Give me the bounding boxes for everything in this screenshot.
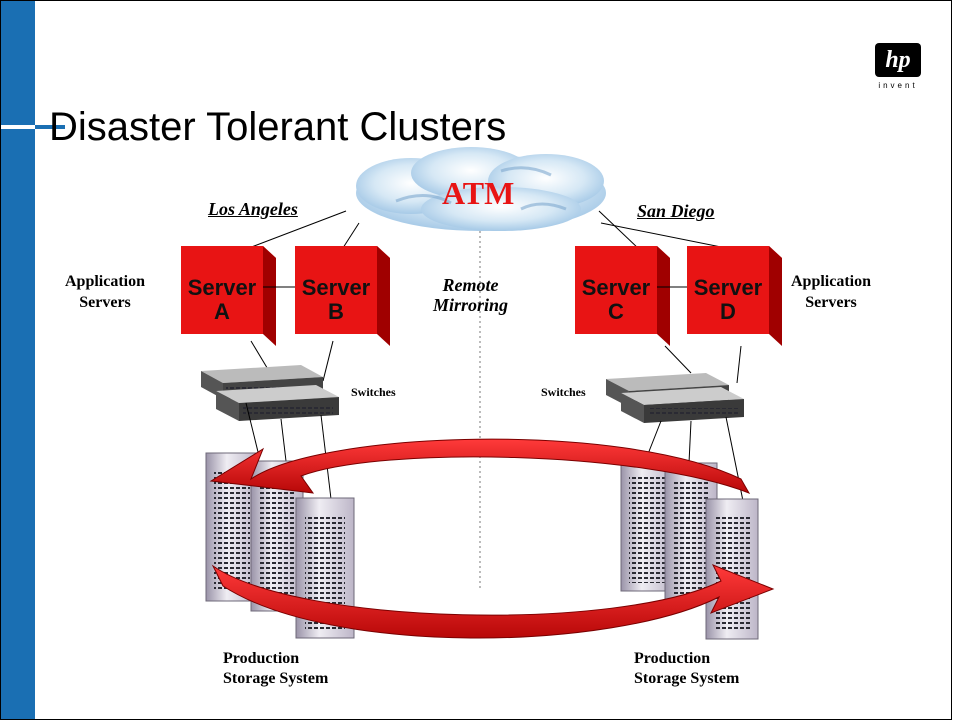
- server-a-line2: A: [214, 299, 230, 324]
- app-servers-label-right: Application Servers: [791, 271, 871, 313]
- site-label-san-diego: San Diego: [637, 201, 715, 221]
- switches-label-right: Switches: [541, 385, 586, 399]
- storage-left-line1: Production: [223, 650, 300, 667]
- left-accent-bar: [1, 1, 35, 719]
- mirroring-arrow-bottom: [211, 564, 775, 639]
- storage-right-line2: Storage System: [634, 670, 740, 687]
- server-a-line1: Server: [187, 275, 257, 300]
- server-d-line1: Server: [693, 275, 763, 300]
- atm-label: ATM: [442, 175, 515, 211]
- server-b-line2: B: [328, 299, 344, 324]
- hp-logo-mark: hp: [885, 47, 911, 73]
- hp-logo-tagline: invent: [878, 81, 918, 90]
- server-d-label: Server D: [683, 276, 773, 324]
- server-d-line2: D: [720, 299, 736, 324]
- site-label-los-angeles: Los Angeles: [208, 199, 298, 219]
- server-c-line1: Server: [581, 275, 651, 300]
- app-servers-left-line1: Application: [65, 273, 146, 290]
- app-servers-left-line2: Servers: [79, 294, 131, 311]
- atm-cloud: [356, 147, 606, 231]
- accent-notch: [1, 125, 35, 129]
- remote-mirroring-line2: Mirroring: [433, 295, 509, 315]
- storage-right-line1: Production: [634, 650, 711, 667]
- hp-logo: hp invent: [871, 41, 925, 95]
- remote-mirroring-line1: Remote: [442, 275, 499, 295]
- storage-right: [620, 458, 759, 640]
- slide-title: Disaster Tolerant Clusters: [49, 105, 507, 149]
- server-boxes: [181, 246, 782, 346]
- server-b-line1: Server: [301, 275, 371, 300]
- server-b-label: Server B: [291, 276, 381, 324]
- server-c-line2: C: [608, 299, 624, 324]
- remote-mirroring-label: Remote Mirroring: [433, 275, 508, 315]
- switches-right: [606, 373, 744, 423]
- server-c-label: Server C: [571, 276, 661, 324]
- app-servers-right-line2: Servers: [805, 294, 857, 311]
- app-servers-right-line1: Application: [791, 273, 872, 290]
- hp-logo-badge: [875, 43, 921, 77]
- server-a-label: Server A: [177, 276, 267, 324]
- switches-left: [201, 365, 339, 421]
- title-rule: [35, 125, 65, 129]
- mirroring-arrow-top: [209, 438, 751, 494]
- storage-label-left: Production Storage System: [223, 649, 328, 689]
- switches-label-left: Switches: [351, 385, 396, 399]
- storage-label-right: Production Storage System: [634, 649, 739, 689]
- app-servers-label-left: Application Servers: [65, 271, 145, 313]
- storage-left-line2: Storage System: [223, 670, 329, 687]
